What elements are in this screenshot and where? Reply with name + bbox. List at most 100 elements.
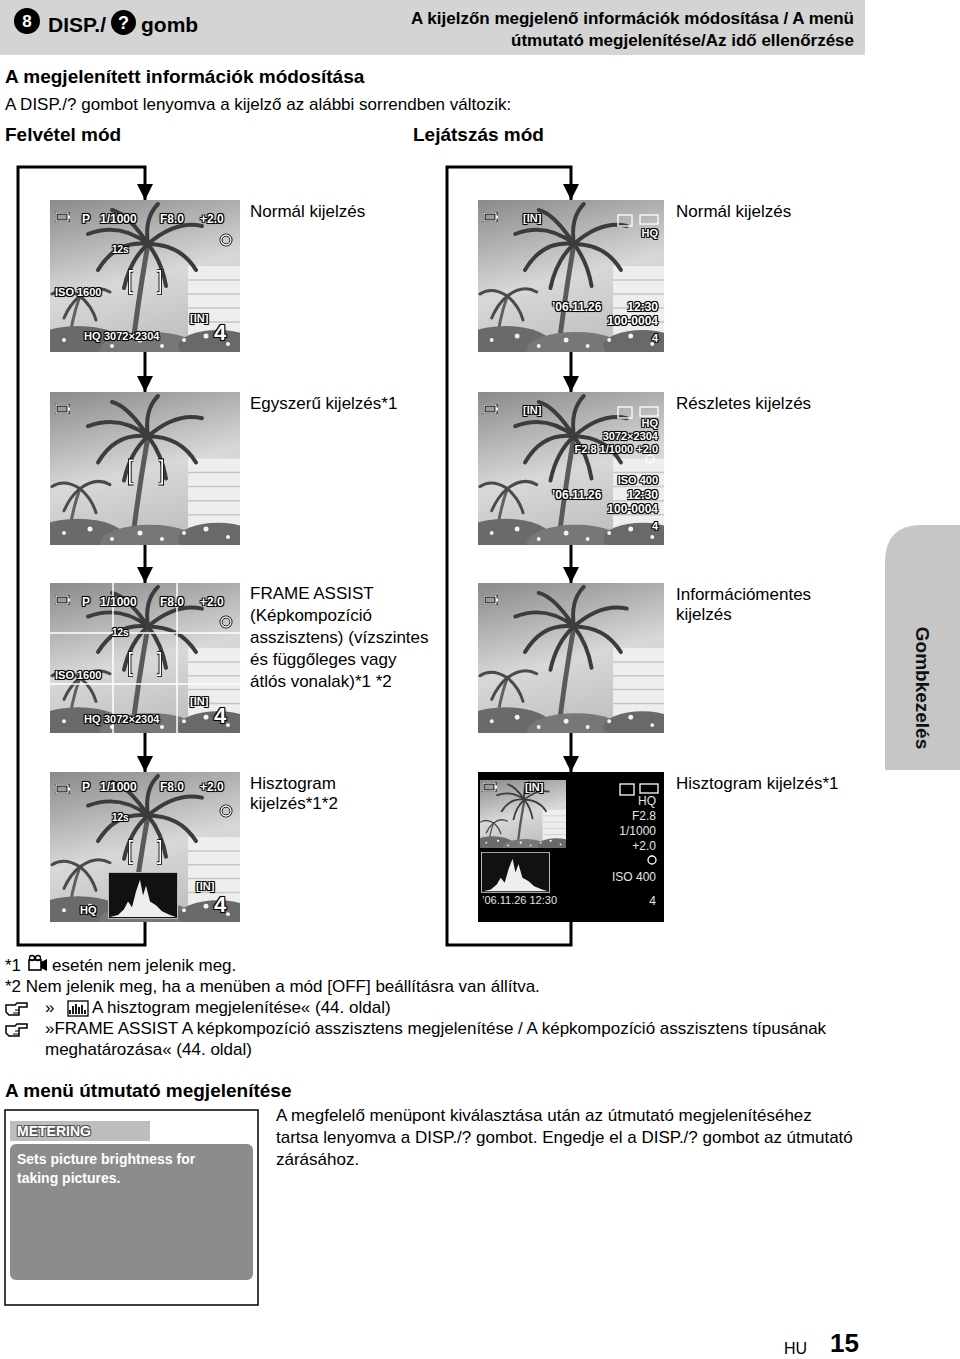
header-band: 8DISP./?gombA kijelzőn megjelenő informá… [0, 0, 865, 55]
screen-readout: [IN] [196, 880, 214, 893]
screen-readout: ’06.11.26 12:30 [482, 894, 557, 907]
frame-assist-grid [50, 583, 240, 733]
screen-icons [646, 455, 654, 463]
footnote-icons [36, 956, 41, 961]
lcd-screen: Részletes kijelzés[IN]HQ3072×2304F2.8 1/… [478, 392, 664, 545]
screen-photos [30, 392, 258, 561]
screen-readout: 1/1000 [619, 824, 656, 838]
menu-guide-screen [5, 1110, 258, 1305]
screen-readout: F8.0 [160, 595, 184, 609]
side-tab [885, 525, 960, 770]
screen-readout: 3072×2304 [603, 430, 658, 443]
screen-readout: ISO 400 [618, 474, 658, 487]
screen-icons [221, 617, 231, 627]
screen-readout: +2.0 [200, 212, 224, 226]
screen-readout: ISO 1600 [55, 669, 101, 682]
screen-icons [484, 213, 498, 221]
screen-icons [56, 213, 70, 221]
screen-icons [221, 235, 231, 245]
screen-readout: +2.0 [200, 595, 224, 609]
heading-text: DISP./ [48, 12, 106, 37]
screen-readout: HQ [80, 904, 97, 917]
screen-readout: 100-0004 [607, 502, 658, 516]
section-heading: A megjelenített információk módosítása [5, 66, 364, 87]
side-tab: Gombkezelés [885, 525, 960, 770]
screen-readout: [IN] [190, 695, 208, 708]
screen-icons [483, 783, 497, 791]
screen-readout: 12s [112, 627, 129, 639]
screen-readout: HQ [84, 713, 101, 726]
screen-readout: +2.0 [632, 839, 656, 853]
menu-guide-box: METERINGSets picture brightness for taki… [5, 1110, 258, 1305]
footnote-icons [70, 1004, 85, 1014]
screen-icons [648, 856, 656, 864]
body-text: *1 [5, 955, 21, 976]
lcd-screen: Normál kijelzésP1/1000F8.0+2.012sISO 160… [50, 200, 240, 352]
screen-readout: HQ [642, 227, 659, 240]
heading-text: A kijelzőn megjelenő információk módosít… [398, 8, 854, 52]
side-tab [885, 525, 960, 770]
screen-icons [618, 215, 658, 864]
screen-readout: [IN] [525, 781, 543, 794]
screen-readout: 3072×2304 [104, 330, 159, 343]
screen-caption: Normál kijelzés [676, 202, 866, 222]
lcd-screen: Információmentes kijelzés [478, 583, 664, 733]
screen-icons [618, 215, 632, 226]
screen-readout: P [82, 595, 90, 609]
screen-caption: Egyszerű kijelzés*1 [250, 394, 430, 414]
screen-readout: ISO 1600 [55, 286, 101, 299]
screen-readout: ’06.11.26 [552, 300, 601, 314]
screen-readout: F2.8 [632, 809, 656, 823]
screen-icons [640, 784, 658, 793]
screen-icons [56, 405, 70, 413]
body-text: esetén nem jelenik meg. [52, 955, 236, 976]
screen-icons [640, 215, 658, 224]
menu-guide-screen [10, 1144, 253, 1280]
screen-caption: Hisztogram kijelzés*1*2 [250, 774, 370, 815]
screen-readout: HQ [84, 330, 101, 343]
lcd-screen: FRAME ASSIST (Képkompozíció asszisztens)… [50, 583, 240, 733]
flow-arrow [144, 352, 147, 392]
screen-readout: 12s [112, 812, 129, 824]
footnote-icons [6, 1003, 27, 1015]
screen-icons [130, 841, 161, 863]
screen-photos [458, 392, 681, 561]
body-text: » [45, 997, 54, 1018]
screen-readout: 1/1000 [100, 595, 137, 609]
flow-arrow [570, 545, 573, 583]
menu-guide-screen [10, 1121, 150, 1141]
footnote-icons [29, 960, 41, 970]
screen-caption: FRAME ASSIST (Képkompozíció asszisztens)… [250, 583, 430, 693]
screen-readout: P [82, 212, 90, 226]
screen-readout: 4 [649, 894, 656, 908]
section-heading: A menü útmutató megjelenítése [5, 1080, 291, 1101]
screen-photos [30, 583, 258, 749]
screen-caption: Részletes kijelzés [676, 394, 866, 414]
screen-readout: F2.8 1/1000 +2.0 [575, 443, 658, 456]
screen-icons [618, 407, 632, 418]
screen-icons [484, 596, 498, 604]
screen-readout: 12s [112, 244, 129, 256]
screen-readout: 4 [652, 332, 658, 345]
body-text: HU [784, 1338, 807, 1359]
heading-text: METERING [17, 1123, 91, 1140]
screen-readout: 4 [214, 703, 226, 729]
screen-readout: 4 [214, 320, 226, 346]
footnote-icons [6, 1024, 27, 1036]
section-heading: Lejátszás mód [413, 124, 544, 145]
icon-badge: ? [111, 10, 136, 35]
screen-icons [484, 405, 498, 413]
screen-readout: F8.0 [160, 212, 184, 226]
menu-guide-screen [5, 1110, 258, 1305]
screen-caption: Normál kijelzés [250, 202, 430, 222]
screen-readout: 4 [214, 892, 226, 918]
flow-arrow [144, 545, 147, 583]
screen-icons [130, 271, 161, 293]
screen-readout: HQ [638, 794, 656, 808]
screen-readout: P [82, 780, 90, 794]
flow-arrow [447, 167, 571, 945]
screen-photos [458, 200, 681, 368]
screen-readout: ’06.11.26 [552, 488, 601, 502]
screen-icons [56, 213, 658, 919]
